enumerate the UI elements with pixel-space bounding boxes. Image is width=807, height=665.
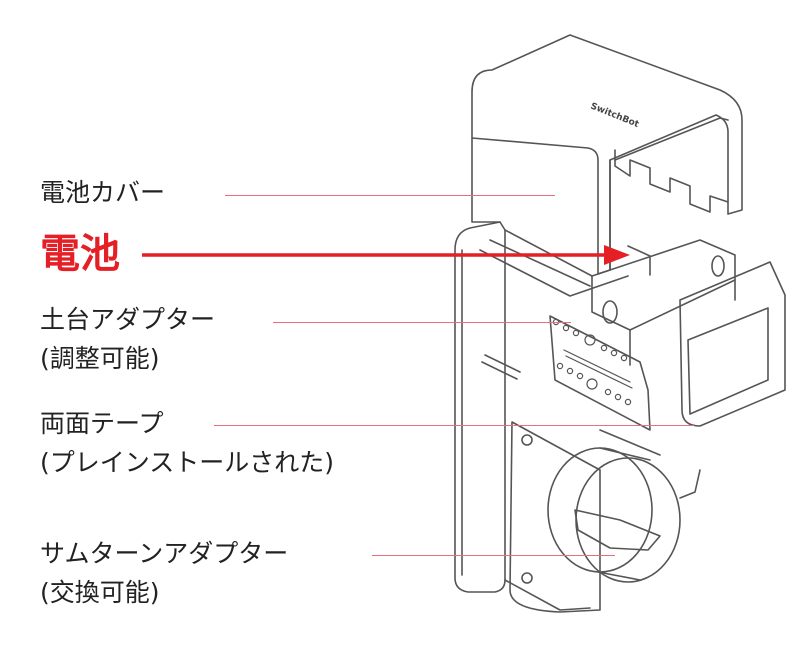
label-battery: 電池 xyxy=(40,231,120,277)
bottom-mount xyxy=(509,421,601,613)
leader-battery-cover xyxy=(225,195,555,196)
label-base-adapter-line1: 土台アダプター xyxy=(40,305,216,334)
leader-base-adapter xyxy=(273,322,571,323)
label-double-tape-line1: 両面テープ xyxy=(40,409,164,438)
label-thumb-adapter-line1: サムターンアダプター xyxy=(40,539,289,568)
label-battery-cover: 電池カバー xyxy=(40,178,166,207)
back-plate xyxy=(454,221,506,593)
leader-thumb-adapter xyxy=(372,555,615,556)
label-thumb-adapter-line2: (交換可能) xyxy=(40,578,160,607)
battery-cover xyxy=(471,34,743,275)
label-base-adapter-line2: (調整可能) xyxy=(40,344,160,373)
label-double-tape-line2: (プレインストールされた) xyxy=(40,448,335,477)
adjustable-plate xyxy=(549,315,651,431)
leader-double-tape xyxy=(214,425,694,426)
